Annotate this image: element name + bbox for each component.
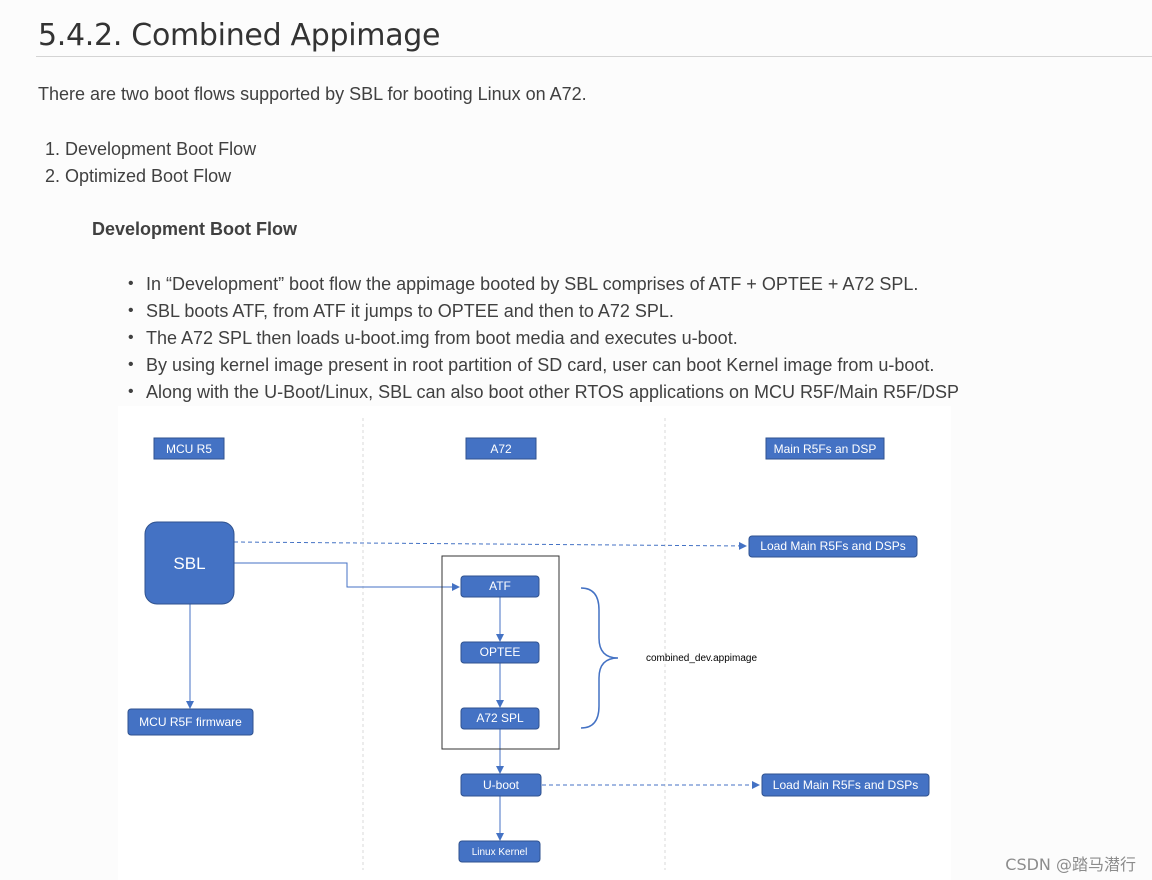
arrow-sbl-to-atf: [234, 562, 460, 591]
lane-header-mcu: MCU R5: [153, 437, 225, 460]
list-item: • SBL boots ATF, from ATF it jumps to OPT…: [126, 300, 959, 327]
arrow-sbl-to-load-main: [233, 541, 747, 550]
list-item: • Along with the U-Boot/Linux, SBL can al…: [126, 381, 959, 408]
csdn-watermark: CSDN @踏马潜行: [1005, 855, 1136, 874]
boot-flow-diagram: MCU R5 A72 Main R5Fs an DSP combined_dev…: [118, 406, 951, 880]
svg-text:A72: A72: [490, 442, 512, 456]
node-load-main-1: Load Main R5Fs and DSPs: [748, 535, 918, 558]
diagram-canvas: MCU R5 A72 Main R5Fs an DSP combined_dev…: [127, 418, 930, 870]
svg-text:MCU R5F firmware: MCU R5F firmware: [139, 715, 242, 729]
node-sbl: SBL: [144, 521, 235, 605]
node-a72-spl: A72 SPL: [460, 707, 540, 730]
svg-text:MCU R5: MCU R5: [166, 442, 212, 456]
node-load-main-2: Load Main R5Fs and DSPs: [761, 773, 930, 797]
list-item: • In “Development” boot flow the appimage…: [126, 273, 959, 300]
svg-text:A72 SPL: A72 SPL: [476, 711, 524, 725]
appimage-brace: [580, 587, 619, 729]
bullet-icon: •: [128, 302, 134, 319]
bullet-text: By using kernel image present in root pa…: [146, 355, 935, 375]
bullet-text: The A72 SPL then loads u-boot.img from b…: [146, 328, 738, 348]
heading-divider: [36, 56, 1152, 57]
svg-text:Load Main R5Fs and DSPs: Load Main R5Fs and DSPs: [760, 539, 905, 553]
bullet-icon: •: [128, 329, 134, 346]
brace-label: combined_dev.appimage: [646, 653, 757, 664]
bullet-text: SBL boots ATF, from ATF it jumps to OPTE…: [146, 301, 674, 321]
bullet-icon: •: [128, 275, 134, 292]
node-linux-kernel: Linux Kernel: [458, 840, 541, 863]
list-item: 1. Development Boot Flow: [45, 139, 257, 159]
bullet-text: Along with the U-Boot/Linux, SBL can als…: [146, 382, 960, 402]
node-optee: OPTEE: [460, 641, 540, 664]
bullet-text: In “Development” boot flow the appimage …: [146, 274, 919, 294]
node-mcu-firmware: MCU R5F firmware: [127, 708, 254, 736]
dev-flow-bullets: • In “Development” boot flow the appimage…: [126, 273, 959, 408]
svg-text:Linux Kernel: Linux Kernel: [472, 847, 528, 858]
bullet-icon: •: [128, 356, 134, 373]
dev-flow-subheading: Development Boot Flow: [92, 219, 298, 239]
list-item: • The A72 SPL then loads u-boot.img from …: [126, 327, 959, 354]
section-heading: 5.4.2. Combined Appimage: [38, 18, 441, 53]
bullet-icon: •: [128, 383, 134, 400]
appimage-container: [441, 555, 560, 750]
list-item: • By using kernel image present in root p…: [126, 354, 959, 381]
svg-text:U-boot: U-boot: [483, 778, 520, 792]
svg-text:SBL: SBL: [173, 554, 205, 573]
boot-flow-list: 1. Development Boot Flow 2. Optimized Bo…: [45, 138, 256, 192]
list-item: 2. Optimized Boot Flow: [45, 166, 232, 186]
lane-header-main: Main R5Fs an DSP: [765, 437, 885, 460]
node-atf: ATF: [460, 575, 540, 598]
lane-header-a72: A72: [465, 437, 537, 460]
node-uboot: U-boot: [460, 773, 542, 797]
intro-paragraph: There are two boot flows supported by SB…: [38, 84, 587, 104]
svg-text:OPTEE: OPTEE: [480, 645, 521, 659]
svg-text:ATF: ATF: [489, 579, 511, 593]
svg-text:Load Main R5Fs and DSPs: Load Main R5Fs and DSPs: [773, 778, 918, 792]
svg-text:Main R5Fs an DSP: Main R5Fs an DSP: [774, 442, 877, 456]
